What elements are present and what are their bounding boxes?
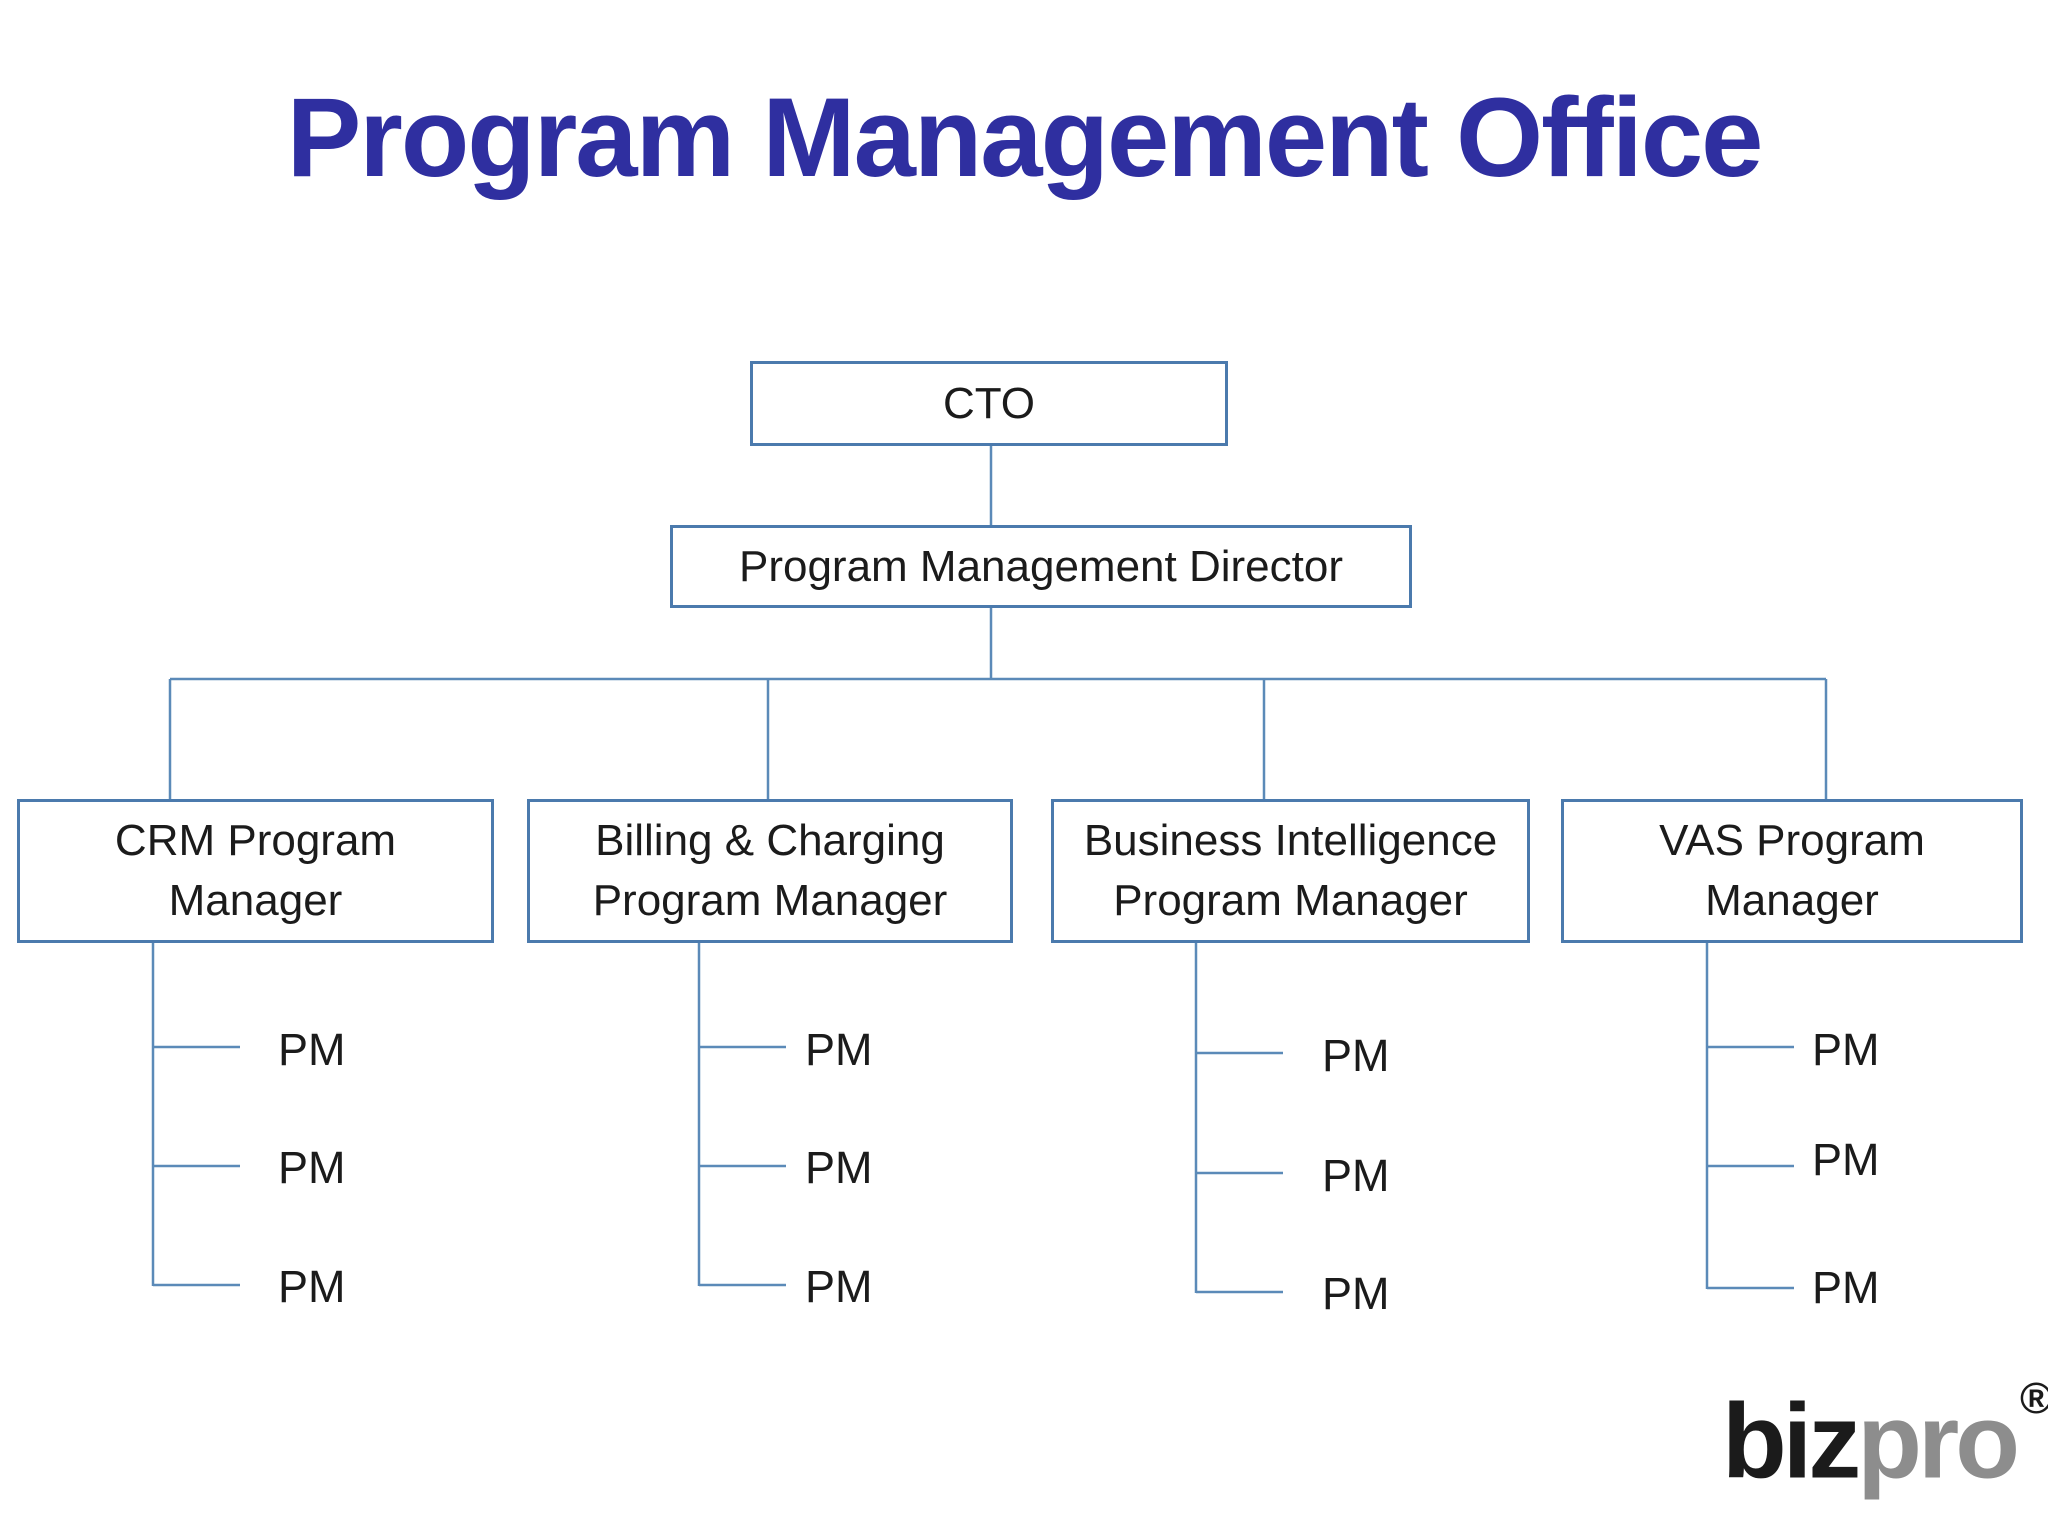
node-crm-program-manager: CRM Program Manager bbox=[17, 799, 494, 943]
node-cto: CTO bbox=[750, 361, 1228, 446]
node-label-line: Manager bbox=[1705, 876, 1879, 925]
pm-label: PM bbox=[805, 1024, 873, 1075]
node-label-line: Program Manager bbox=[1113, 876, 1468, 925]
pm-label: PM bbox=[278, 1261, 346, 1312]
node-director-label: Program Management Director bbox=[738, 541, 1343, 591]
page-title: Program Management Office bbox=[286, 75, 1764, 200]
pm-label: PM bbox=[1322, 1150, 1390, 1201]
node-label-line: Manager bbox=[168, 876, 343, 925]
node-billing-charging-program-manager: Billing & Charging Program Manager bbox=[527, 799, 1013, 943]
node-label-line: VAS Program bbox=[1659, 816, 1925, 865]
pm-label: PM bbox=[805, 1261, 873, 1312]
logo-pro-text: pro bbox=[1857, 1382, 2020, 1501]
pm-label: PM bbox=[1812, 1024, 1880, 1075]
logo-bizpro: bizpro® bbox=[1722, 1372, 2048, 1496]
node-label-line: Business Intelligence bbox=[1083, 816, 1498, 865]
registered-trademark-icon: ® bbox=[2019, 1374, 2048, 1423]
node-label-line: Billing & Charging bbox=[595, 816, 945, 865]
pm-label: PM bbox=[278, 1142, 346, 1193]
pm-label: PM bbox=[1322, 1030, 1390, 1081]
node-cto-label: CTO bbox=[942, 378, 1036, 428]
pm-label: PM bbox=[1812, 1262, 1880, 1313]
node-vas-program-manager: VAS Program Manager bbox=[1561, 799, 2023, 943]
pm-label: PM bbox=[1322, 1268, 1390, 1319]
node-business-intelligence-program-manager: Business Intelligence Program Manager bbox=[1051, 799, 1530, 943]
pm-label: PM bbox=[278, 1024, 346, 1075]
pm-label: PM bbox=[1812, 1134, 1880, 1185]
pm-label: PM bbox=[805, 1142, 873, 1193]
node-program-management-director: Program Management Director bbox=[670, 525, 1412, 608]
node-label-line: Program Manager bbox=[592, 876, 948, 925]
logo-biz-text: biz bbox=[1722, 1382, 1861, 1501]
node-label-line: CRM Program bbox=[114, 816, 397, 865]
